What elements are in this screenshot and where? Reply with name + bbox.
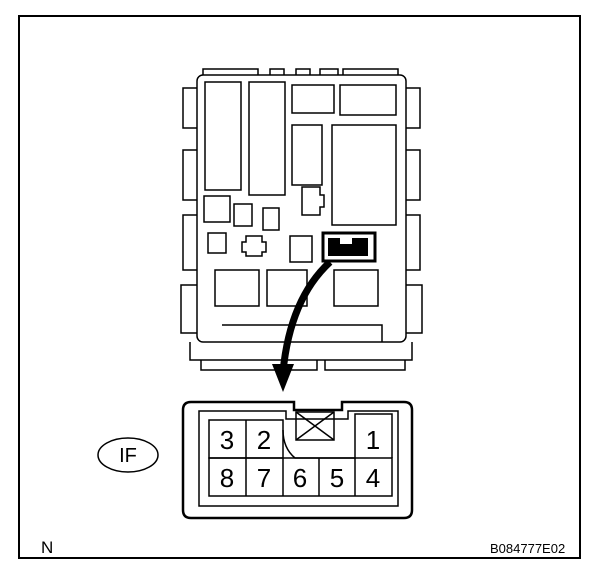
lock-tab-icon [295,411,335,441]
if-connector-location [321,231,377,263]
connector-tag-label: IF [119,445,137,467]
figure-code: B084777E02 [490,541,566,556]
junction-block-body [196,74,407,343]
fuse-slot-8 [289,235,313,263]
connector-tag: IF [97,437,159,473]
diagram-frame [18,15,581,559]
junction-block-right-tabs [406,87,423,334]
fuse-slot-4 [233,203,253,227]
junction-block-left-tabs [180,87,197,334]
relay-slot-4 [339,84,397,116]
pin-label: 1 [366,425,380,455]
pin-grid [208,413,393,497]
junction-block-base-rail [222,324,383,342]
junction-block-base [189,342,413,371]
relay-slot-6 [214,269,260,307]
pin-label: 4 [366,463,380,493]
pin-label: 5 [330,463,344,493]
relay-slot-3 [291,84,335,114]
corner-letter: N [41,538,54,557]
pin-label: 3 [220,425,234,455]
relay-slot-5 [331,124,397,226]
pin-label: 7 [257,463,271,493]
junction-block [180,68,423,371]
pin-label: 2 [257,425,271,455]
fuse-slot-2 [301,186,325,216]
fuse-slot-5 [262,207,280,231]
pin-label: 8 [220,463,234,493]
fuse-slot-7 [241,235,267,257]
junction-block-top-tabs [202,68,399,75]
connector-face: 3 2 1 8 7 6 5 4 [181,400,414,520]
relay-slot-8 [333,269,379,307]
relay-slot-2 [248,81,286,196]
pin-label: 6 [293,463,307,493]
pointer-arrow [272,259,333,392]
fuse-slot-6 [207,232,227,254]
fuse-slot-3 [203,195,231,223]
relay-slot-1 [204,81,242,191]
fuse-slot-1 [291,124,323,186]
